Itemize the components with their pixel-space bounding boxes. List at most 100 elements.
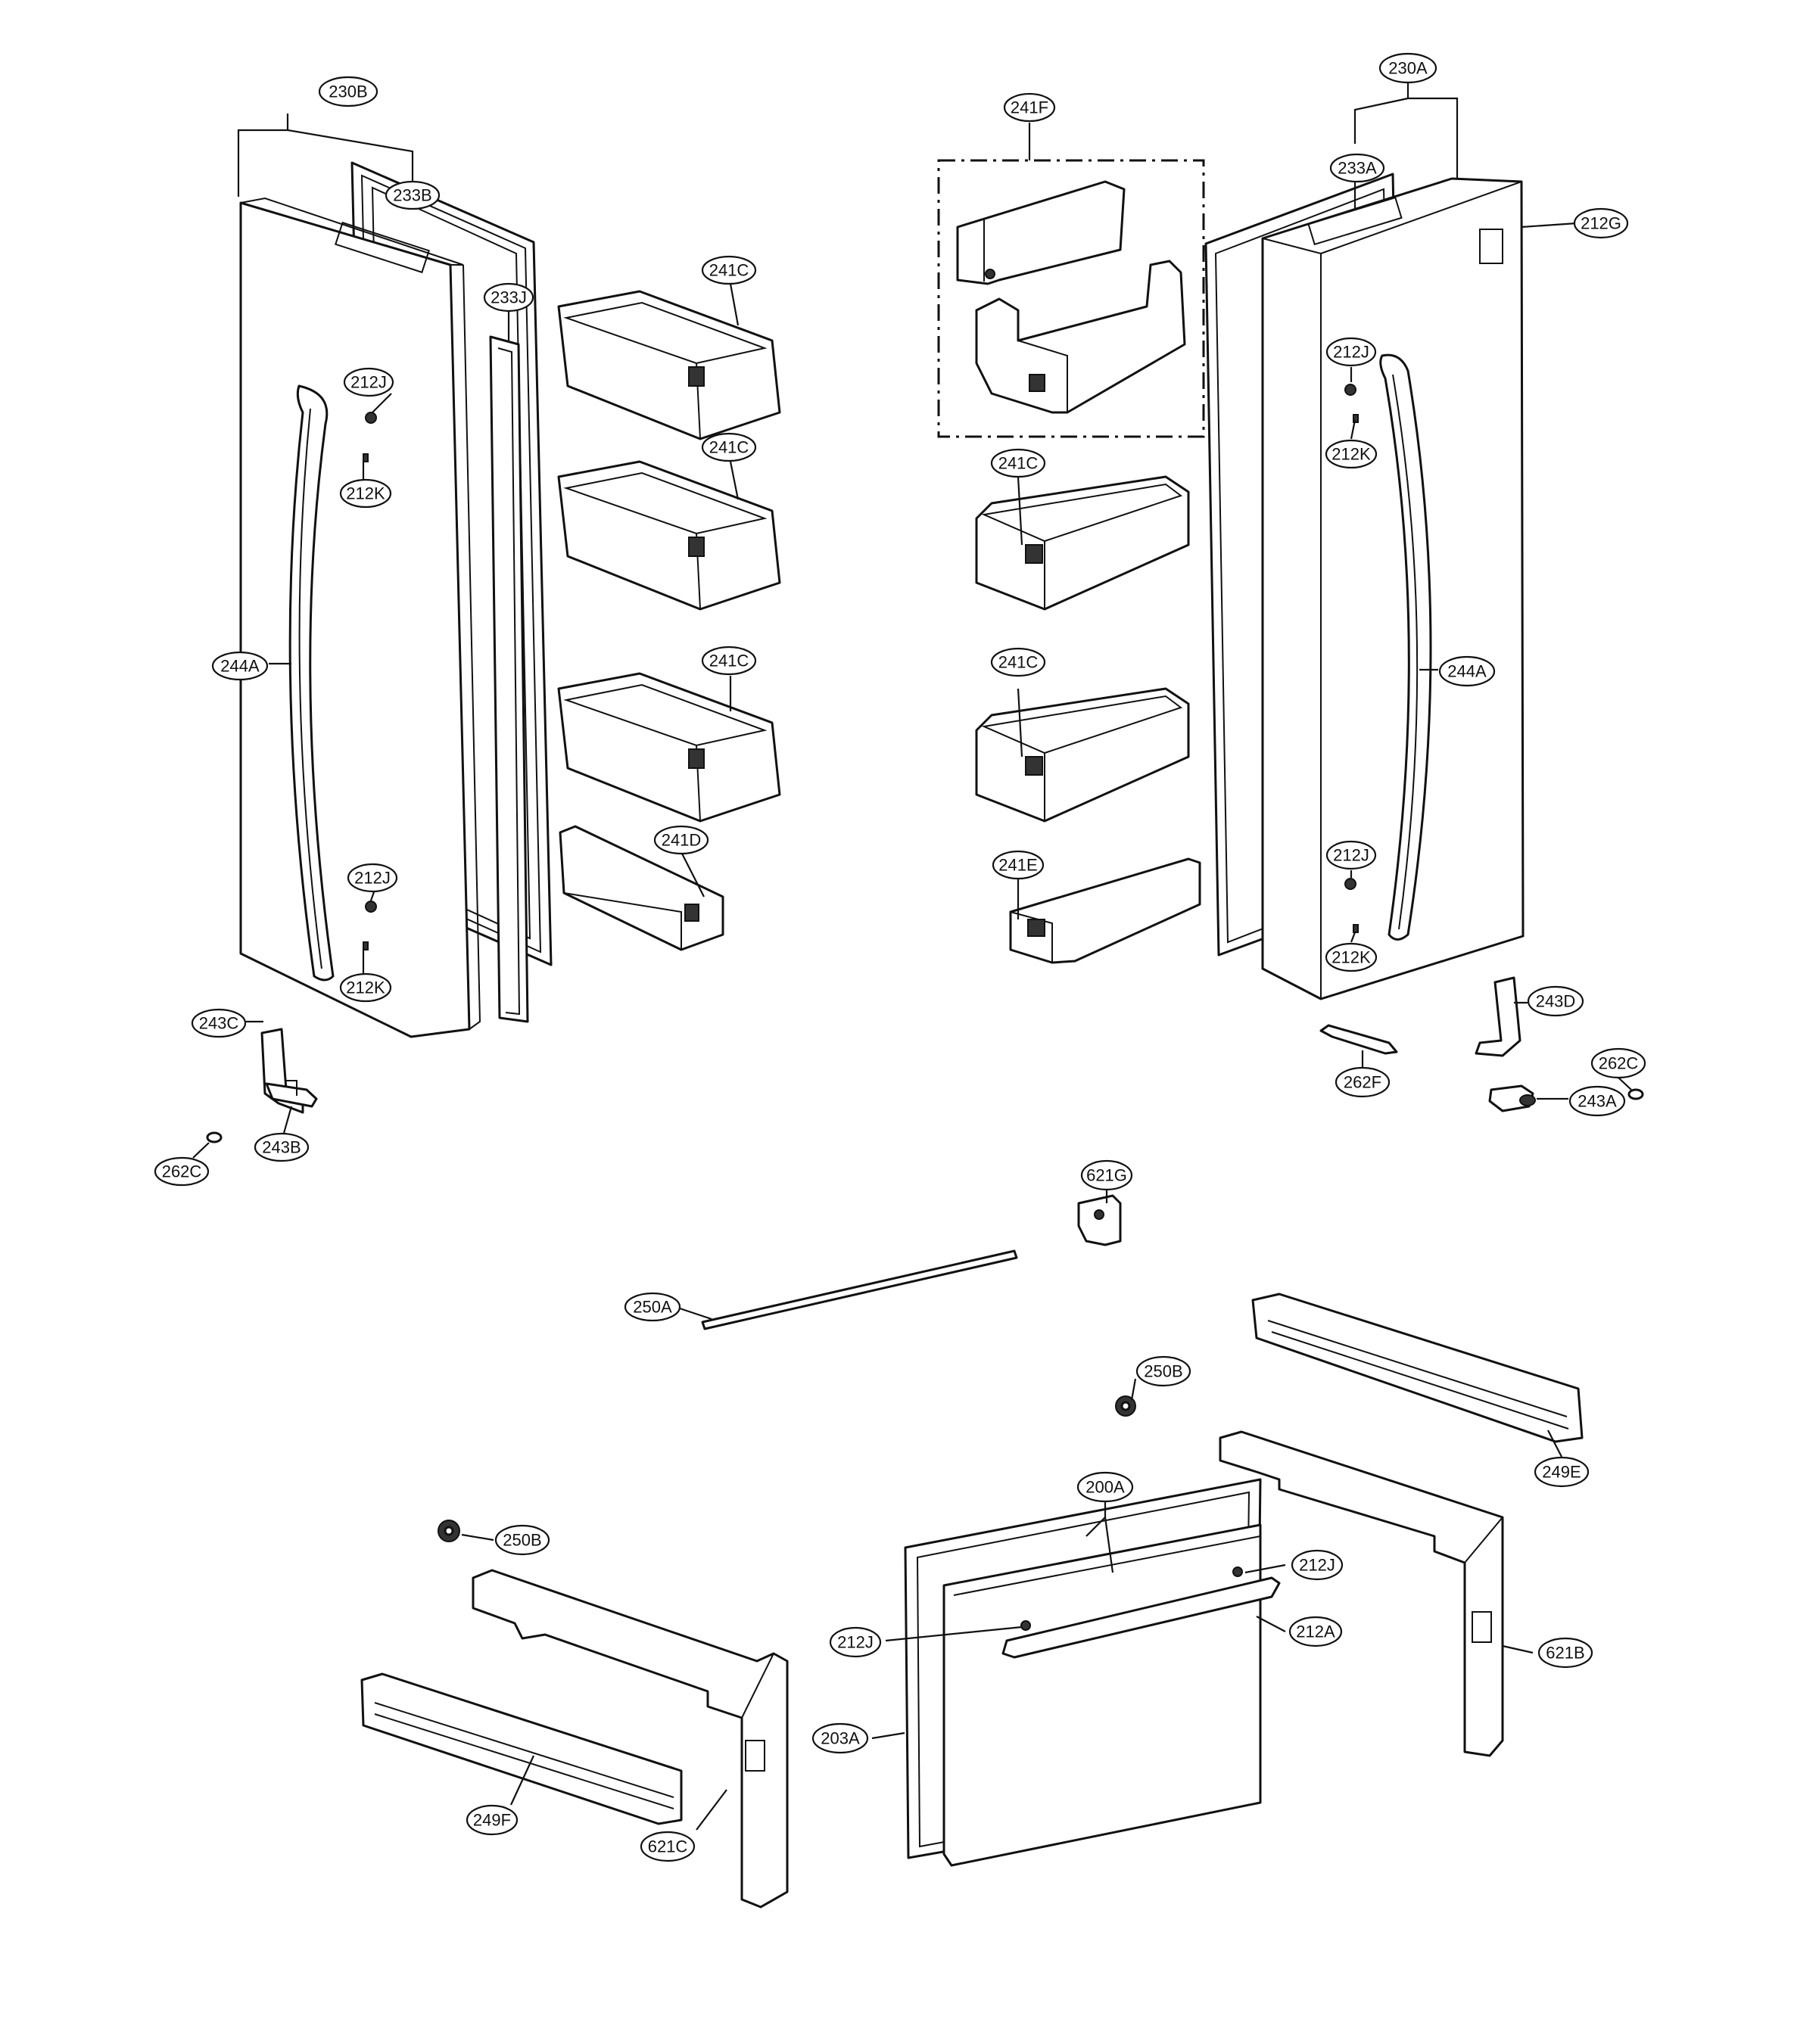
svg-text:203A: 203A <box>821 1729 860 1748</box>
svg-text:250A: 250A <box>633 1298 672 1317</box>
callout-243B: 243B <box>254 1132 310 1162</box>
left-washer-262C <box>206 1131 223 1143</box>
svg-text:200A: 200A <box>1085 1478 1125 1497</box>
callout-200A: 200A <box>1076 1471 1134 1503</box>
gear-250B-right <box>1115 1395 1136 1417</box>
svg-text:212A: 212A <box>1296 1622 1335 1641</box>
svg-text:230B: 230B <box>329 82 367 101</box>
svg-text:262C: 262C <box>1599 1054 1639 1073</box>
callout-621B: 621B <box>1537 1637 1593 1669</box>
callout-621G: 621G <box>1080 1159 1133 1191</box>
callout-249F: 249F <box>466 1804 519 1836</box>
svg-text:212K: 212K <box>1331 948 1371 967</box>
callout-212J-right-1: 212J <box>1325 337 1377 367</box>
svg-text:233B: 233B <box>393 186 431 205</box>
callout-241C-left-2: 241C <box>701 432 757 462</box>
callout-243D: 243D <box>1527 985 1584 1017</box>
svg-text:250B: 250B <box>1144 1362 1182 1381</box>
svg-text:262F: 262F <box>1344 1073 1381 1092</box>
svg-text:212J: 212J <box>1299 1556 1335 1575</box>
freezer-door-panel-200A <box>942 1523 1262 1867</box>
right-door-handle-244A <box>1379 353 1432 941</box>
left-door-bin-241C-1 <box>557 290 781 440</box>
callout-212J-freezer-2: 212J <box>829 1626 882 1658</box>
svg-text:244A: 244A <box>220 657 260 676</box>
callout-243C: 243C <box>191 1008 247 1038</box>
svg-text:241C: 241C <box>709 261 749 280</box>
svg-text:212G: 212G <box>1581 214 1621 233</box>
svg-text:241C: 241C <box>998 454 1039 473</box>
left-door-screws <box>363 412 377 950</box>
svg-text:212J: 212J <box>837 1633 874 1652</box>
left-door-bin-241C-3 <box>557 672 781 823</box>
right-door-bin-241C-2 <box>975 687 1190 823</box>
svg-text:212K: 212K <box>346 978 385 997</box>
svg-text:212J: 212J <box>1333 846 1369 865</box>
svg-text:249F: 249F <box>473 1811 511 1830</box>
svg-text:233J: 233J <box>491 288 527 307</box>
svg-text:241C: 241C <box>709 438 749 457</box>
center-hinge-621G <box>1077 1194 1122 1246</box>
callout-262C-left: 262C <box>154 1156 210 1187</box>
callout-250B-right: 250B <box>1135 1355 1191 1387</box>
callout-212A: 212A <box>1288 1616 1343 1647</box>
callout-241C-left-3: 241C <box>701 646 757 676</box>
callout-244A-right: 244A <box>1438 655 1496 687</box>
callout-241E: 241E <box>992 850 1045 880</box>
freezer-handle-212A <box>1001 1576 1281 1659</box>
svg-text:250B: 250B <box>503 1531 541 1550</box>
leader-lines <box>192 83 1632 1831</box>
callout-241C-right-1: 241C <box>990 448 1046 478</box>
svg-text:241D: 241D <box>662 831 702 850</box>
svg-text:243B: 243B <box>262 1138 301 1157</box>
slide-rail-249E <box>1251 1293 1584 1443</box>
callout-250A: 250A <box>624 1292 681 1322</box>
left-door-bin-241D <box>559 825 724 951</box>
callout-212J-freezer-1: 212J <box>1291 1549 1344 1581</box>
right-hinge-243D <box>1475 976 1521 1057</box>
callout-212J-left-1: 212J <box>343 367 394 397</box>
slide-rail-249F <box>360 1672 683 1825</box>
svg-text:621G: 621G <box>1086 1166 1127 1185</box>
callout-212J-left-2: 212J <box>347 863 398 893</box>
svg-text:621C: 621C <box>648 1837 688 1856</box>
callout-244A-left: 244A <box>211 651 269 681</box>
callout-212J-right-2: 212J <box>1325 840 1377 870</box>
right-door-bin-241E <box>1009 857 1201 964</box>
callout-249E: 249E <box>1534 1456 1590 1488</box>
seal-rod-250A <box>701 1249 1018 1330</box>
right-door-bin-241C-1 <box>975 475 1190 611</box>
svg-text:233A: 233A <box>1338 159 1377 178</box>
svg-text:212J: 212J <box>354 869 391 888</box>
callout-250B-left: 250B <box>494 1524 550 1556</box>
callout-233J: 233J <box>483 282 534 313</box>
callout-621C: 621C <box>640 1831 696 1862</box>
callout-262F: 262F <box>1335 1066 1391 1098</box>
left-hinge-243B <box>265 1080 318 1108</box>
left-door-bin-241C-2 <box>557 460 781 611</box>
svg-text:243C: 243C <box>199 1014 239 1033</box>
callout-230A: 230A <box>1378 52 1437 84</box>
svg-text:212J: 212J <box>1333 343 1369 362</box>
callout-233B: 233B <box>385 180 441 210</box>
callout-212K-left-2: 212K <box>339 972 392 1003</box>
callout-233A: 233A <box>1329 153 1385 183</box>
svg-text:212J: 212J <box>350 373 387 392</box>
callout-241C-right-2: 241C <box>990 647 1046 677</box>
svg-text:241E: 241E <box>998 856 1037 875</box>
door-stopper-262F <box>1319 1024 1398 1055</box>
callout-212K-right-1: 212K <box>1325 439 1378 469</box>
callout-241F: 241F <box>1003 92 1056 123</box>
callout-262C-right: 262C <box>1590 1047 1646 1079</box>
svg-text:212K: 212K <box>1331 445 1371 464</box>
left-door-gasket-strip-233J <box>489 335 529 1023</box>
gear-250B-left <box>438 1520 460 1542</box>
callout-212K-left-1: 212K <box>339 478 392 509</box>
callout-203A: 203A <box>811 1722 869 1754</box>
svg-text:244A: 244A <box>1447 662 1487 681</box>
svg-text:241C: 241C <box>709 652 749 670</box>
callout-212K-right-2: 212K <box>1325 942 1378 972</box>
svg-text:241F: 241F <box>1011 98 1048 117</box>
rail-bracket-621C <box>472 1569 789 1909</box>
